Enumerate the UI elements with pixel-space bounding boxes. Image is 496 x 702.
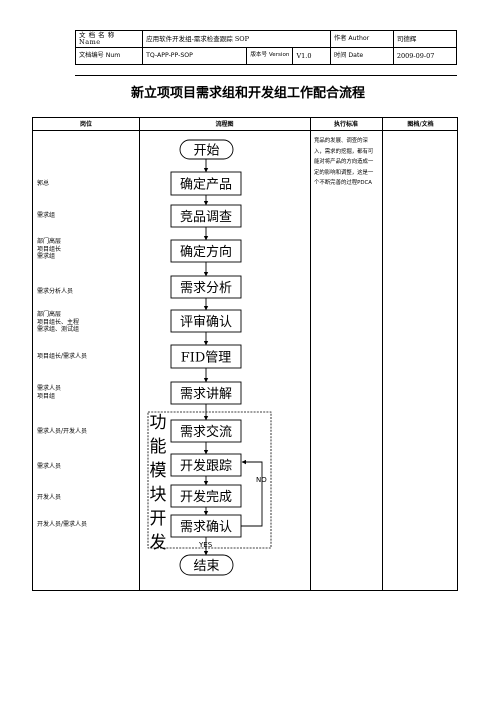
- step-box: [170, 204, 242, 228]
- loop-step-label: 需求交流: [180, 424, 232, 440]
- side-label-char: 能: [150, 437, 167, 457]
- role-item: 需求分析人员: [37, 288, 74, 295]
- date-value: 2009-09-07: [392, 47, 458, 65]
- flow-connectors: [203, 159, 263, 556]
- step-box: [170, 275, 242, 299]
- loop-step-label: 开发跟踪: [180, 458, 232, 474]
- step-label: 确定方向: [180, 244, 232, 260]
- side-label-char: 发: [150, 533, 167, 553]
- side-label-char: 模: [150, 461, 167, 481]
- column-header-docs: 图档/文档: [407, 121, 434, 128]
- step-label: FID管理: [181, 351, 232, 366]
- side-label-char: 功: [150, 413, 167, 433]
- step-box: [170, 344, 242, 369]
- step-label: 评审确认: [180, 315, 232, 330]
- no-label: NO: [256, 476, 267, 484]
- start-terminal: [179, 139, 234, 160]
- document-header-table: 文 档 名 称 Name 应用软件开发组-需求检查跟踪 SOP 作者 Autho…: [74, 30, 458, 65]
- step-box: [170, 171, 242, 196]
- end-terminal: [179, 554, 234, 576]
- step-label: 确定产品: [180, 178, 232, 193]
- role-item: 开发人员/需求人员: [37, 521, 88, 528]
- process-table: 岗位 流程图 执行标准 图档/文档 郭总 需求组 部门高层 项目组长 需求组 需…: [32, 117, 458, 591]
- column-header-standard: 执行标准: [333, 121, 358, 128]
- role-item: 部门高层 项目组长 需求组: [37, 238, 62, 260]
- start-label: 开始: [193, 144, 219, 159]
- execution-standard-text: 竞品的发展、调查的深入，需求的挖掘，都有可能对将产品的方向造成一定的影响和调整，…: [314, 138, 374, 186]
- loop-step-box: [170, 453, 242, 477]
- column-header-role: 岗位: [79, 121, 92, 128]
- loop-step-label: 需求确认: [180, 520, 232, 535]
- step-label: 需求分析: [180, 281, 232, 296]
- loop-step-box: [170, 419, 242, 443]
- doc-num-label: 文档编号 Num: [74, 47, 144, 65]
- yes-label: YES: [198, 541, 213, 549]
- page-title: 新立项项目需求组和开发组工作配合流程: [130, 86, 365, 101]
- loop-step-box: [170, 514, 242, 538]
- role-item: 郭总: [37, 180, 50, 187]
- doc-num-value: TQ-APP-PP-SOP: [142, 47, 248, 65]
- header-divider: [75, 75, 457, 76]
- role-item: 需求组: [37, 212, 56, 219]
- side-label-char: 块: [150, 485, 167, 505]
- role-item: 需求人员: [37, 463, 62, 470]
- version-label: 版本号 Version: [246, 47, 294, 65]
- column-divider: [139, 118, 140, 590]
- column-header-flow: 流程图: [215, 121, 234, 128]
- step-box: [170, 381, 242, 405]
- step-label: 竞品调查: [180, 209, 232, 225]
- step-box: [170, 239, 242, 263]
- loop-step-box: [170, 484, 242, 508]
- end-label: 结束: [193, 559, 219, 574]
- role-item: 需求人员/开发人员: [37, 428, 88, 435]
- role-item: 需求人员 项目组: [37, 385, 62, 400]
- side-label-char: 开: [150, 509, 167, 529]
- column-divider: [310, 118, 311, 590]
- column-divider: [382, 118, 383, 590]
- header-row-divider: [33, 130, 457, 131]
- step-label: 需求讲解: [180, 387, 232, 402]
- function-module-frame: [147, 411, 272, 549]
- loop-step-label: 开发完成: [180, 489, 232, 505]
- role-item: 项目组长/需求人员: [37, 353, 88, 360]
- role-item: 开发人员: [37, 494, 62, 501]
- role-item: 部门高层 项目组长、主程 需求组、测试组: [37, 311, 80, 333]
- step-box: [170, 309, 242, 333]
